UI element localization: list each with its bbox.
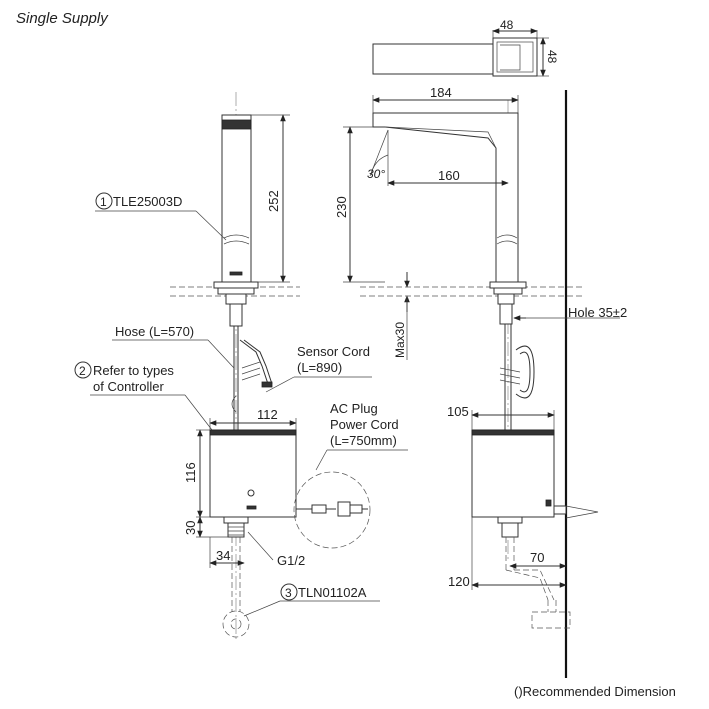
controller-box-side	[471, 429, 555, 518]
ac-plug-label-2: Power Cord	[330, 417, 399, 432]
drawing-title: Single Supply	[16, 10, 109, 27]
top-view: 48 48	[372, 18, 559, 77]
dim-deck-max: Max30	[393, 322, 407, 358]
ac-plug-label-1: AC Plug	[330, 401, 378, 416]
dim-base-height: 30	[183, 521, 198, 535]
dim-top-width: 48	[500, 18, 514, 32]
dim-faucet-height: 252	[266, 190, 281, 212]
ac-plug-label-3: (L=750mm)	[330, 433, 397, 448]
dim-reach: 184	[430, 85, 452, 100]
dim-spout-length: 160	[438, 168, 460, 183]
sensor-cord-label-2: (L=890)	[297, 360, 342, 375]
faucet-side-body	[372, 112, 519, 283]
dim-angle: 30°	[367, 167, 385, 181]
dim-wall-offset-70: 70	[530, 550, 544, 565]
part2-label-line1: Refer to types	[93, 363, 174, 378]
hole-label: Hole 35±2	[568, 305, 627, 320]
part3-label: TLN01102A	[298, 585, 367, 600]
part1-label: TLE25003D	[113, 194, 182, 209]
valve-outline	[222, 610, 250, 638]
dim-outlet-offset: 34	[216, 548, 230, 563]
front-view: 252 1 TLE25003D Hose (L=570) Sensor Cord…	[74, 92, 408, 640]
dim-box-width: 112	[257, 407, 278, 422]
thread-label: G1/2	[277, 553, 305, 568]
ac-plug-detail	[293, 471, 371, 549]
part2-label-line2: of Controller	[93, 379, 164, 394]
controller-box-front	[209, 429, 297, 518]
dim-top-depth: 48	[545, 50, 559, 64]
dim-box-height: 116	[183, 462, 198, 483]
side-view: 184 160 30° 230 Max30 Hole 35±2	[334, 85, 627, 678]
part3-number: 3	[285, 586, 292, 600]
sensor-cord-label-1: Sensor Cord	[297, 344, 370, 359]
dim-box-depth: 105	[447, 404, 469, 419]
recommended-dimension-note: ()Recommended Dimension	[514, 684, 676, 699]
part1-number: 1	[100, 195, 107, 209]
faucet-front-body	[221, 114, 252, 283]
part2-number: 2	[79, 364, 86, 378]
dim-wall-offset-120: 120	[448, 574, 470, 589]
hose-label: Hose (L=570)	[115, 324, 194, 339]
dim-spout-height: 230	[334, 196, 349, 218]
